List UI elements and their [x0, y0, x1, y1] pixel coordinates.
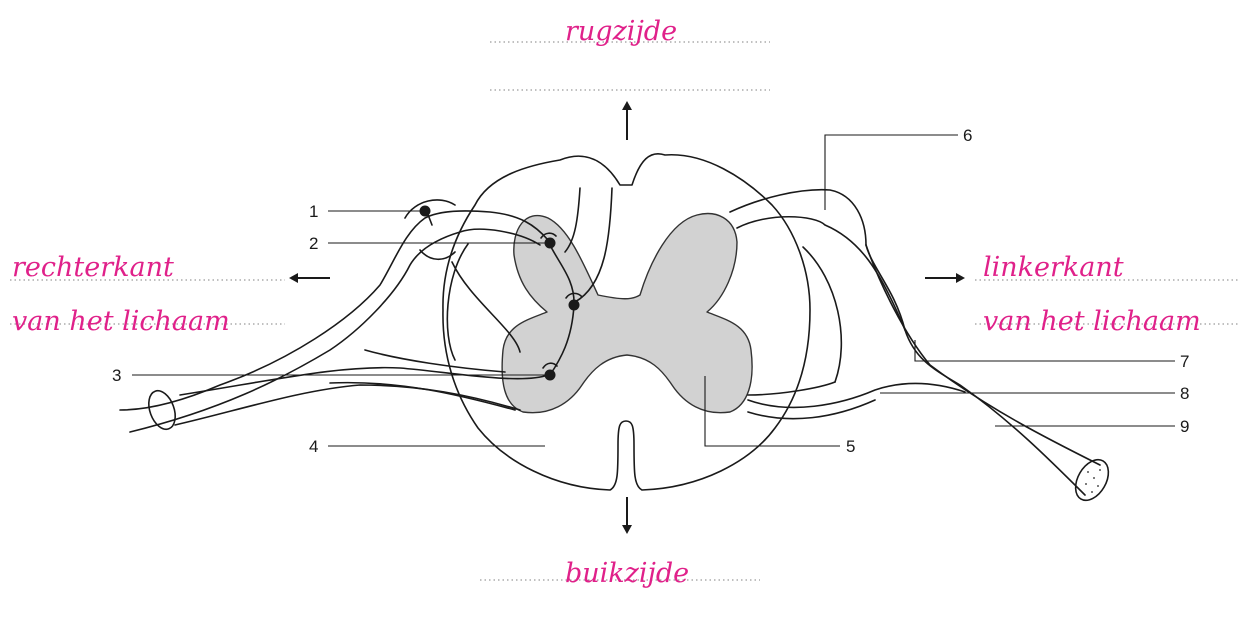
label-linkerkant: linkerkant: [983, 252, 1124, 283]
callout-9: 9: [1180, 417, 1189, 436]
callout-5: 5: [846, 437, 855, 456]
white-matter-lower-right: [748, 382, 835, 395]
ventral-root-right: [748, 383, 965, 418]
callout-8: 8: [1180, 384, 1189, 403]
callout-4: 4: [309, 437, 318, 456]
spinal-nerve-right-lower: [905, 330, 1085, 495]
cell-body-2: [545, 238, 556, 249]
speckle: [1087, 471, 1089, 473]
label-rugzijde: rugzijde: [565, 16, 677, 47]
nerve-end-left: [144, 387, 180, 433]
leader-7: [915, 340, 1175, 361]
speckle: [1093, 477, 1095, 479]
speckle: [1097, 485, 1099, 487]
arrow-up-head: [622, 101, 632, 110]
speckle: [1085, 483, 1087, 485]
label-van-het-lichaam-right: van het lichaam: [12, 306, 230, 337]
label-van-het-lichaam-left: van het lichaam: [983, 306, 1201, 337]
arrow-left-head: [289, 273, 298, 283]
label-buikzijde: buikzijde: [565, 558, 689, 589]
callout-6: 6: [963, 126, 972, 145]
speckle: [1091, 491, 1093, 493]
label-rechterkant: rechterkant: [12, 252, 174, 283]
leader-6: [825, 135, 958, 210]
cell-body-interneuron: [569, 300, 580, 311]
arrow-right-head: [956, 273, 965, 283]
callout-7: 7: [1180, 352, 1189, 371]
nerve-end-speckles: [1085, 469, 1101, 493]
motor-fiber-lower: [175, 385, 520, 425]
callout-3: 3: [112, 366, 121, 385]
arrow-down-head: [622, 525, 632, 534]
callout-2: 2: [309, 234, 318, 253]
cell-body-3: [545, 370, 556, 381]
white-matter-right-boundary: [803, 247, 841, 382]
cell-body-1: [420, 206, 431, 217]
nerve-end-right: [1069, 454, 1115, 506]
callout-1: 1: [309, 202, 318, 221]
speckle: [1099, 469, 1101, 471]
